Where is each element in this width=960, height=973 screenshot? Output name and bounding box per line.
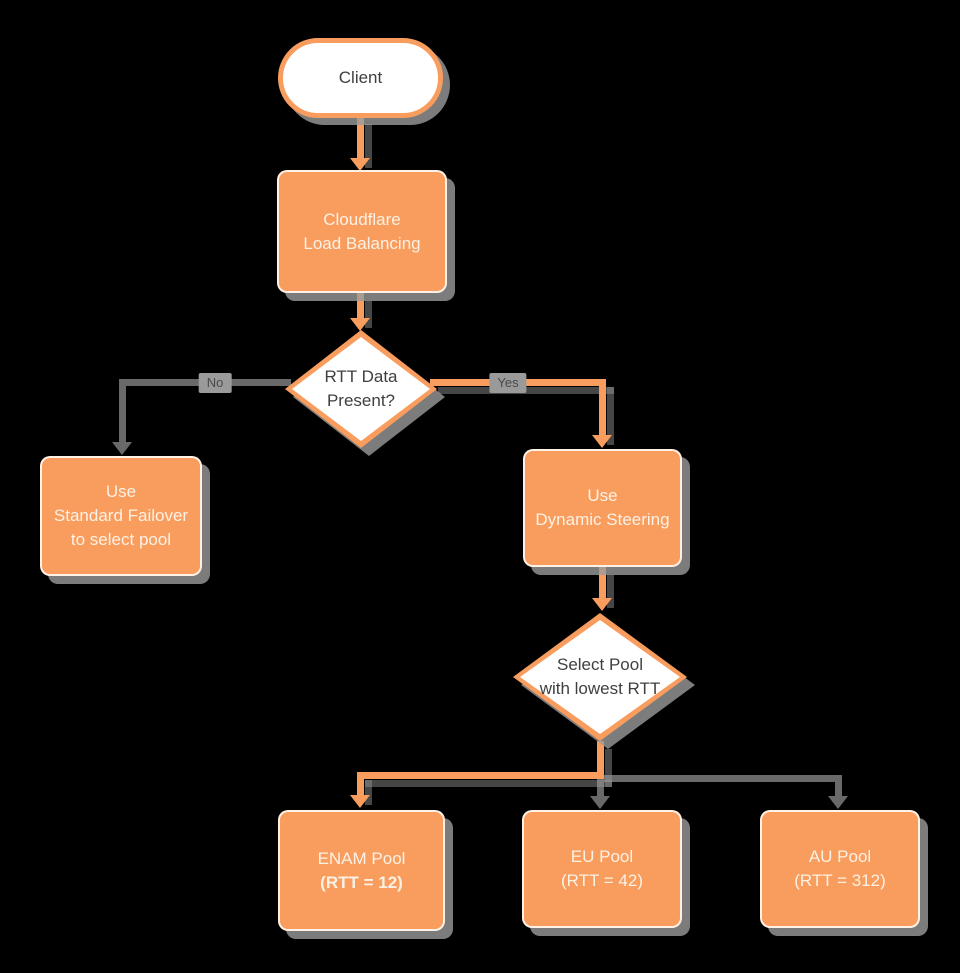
arrowhead-into-rtt-decision: [350, 318, 370, 331]
label-line: Dynamic Steering: [535, 510, 670, 529]
label-line: (RTT = 312): [794, 871, 886, 890]
connector-yes-vertical: [599, 379, 606, 437]
arrowhead-into-lb: [350, 158, 370, 171]
label-line: Present?: [326, 391, 396, 410]
node-au-pool-label: AU Pool (RTT = 312): [794, 845, 886, 893]
edge-label-yes: Yes: [489, 373, 527, 393]
connector-no-vertical: [119, 379, 126, 444]
connector-lb-to-rtt-decision: [357, 293, 364, 320]
decision-rtt-data-present: RTT Data Present?: [285, 330, 445, 456]
node-client: Client: [278, 38, 443, 118]
arrowhead-into-pool-decision: [592, 598, 612, 611]
connector-to-au-vertical: [835, 775, 842, 798]
label-line: to select pool: [70, 530, 172, 549]
connector-client-to-lb: [357, 116, 364, 160]
node-dynamic-steering-label: Use Dynamic Steering: [535, 484, 669, 532]
arrowhead-into-enam-pool: [350, 795, 370, 808]
label-line-rtt: (RTT = 12): [320, 872, 403, 892]
decision-rtt-label: RTT Data Present?: [285, 330, 437, 448]
node-standard-failover: Use Standard Failover to select pool: [40, 456, 202, 576]
label-line: ENAM Pool: [317, 848, 406, 868]
connector-to-eu-vertical: [597, 775, 604, 798]
label-line: Use: [587, 486, 618, 505]
connector-pool-decision-down: [597, 741, 604, 779]
label-line: AU Pool: [808, 847, 872, 866]
node-dynamic-steering: Use Dynamic Steering: [523, 449, 682, 567]
label-line: RTT Data: [324, 367, 398, 386]
node-au-pool: AU Pool (RTT = 312): [760, 810, 920, 928]
node-enam-pool-label: ENAM Pool (RTT = 12): [318, 847, 406, 895]
node-load-balancer-label: Cloudflare Load Balancing: [303, 208, 420, 256]
connector-to-enam-vertical: [357, 772, 364, 797]
connector-branch-orange-horizontal: [357, 772, 604, 779]
edge-label-no: No: [198, 373, 232, 393]
node-enam-pool: ENAM Pool (RTT = 12): [278, 810, 445, 931]
label-line: Use: [105, 482, 137, 501]
arrowhead-into-eu-pool: [590, 796, 610, 809]
connector-ds-to-pool-decision: [599, 567, 606, 600]
label-line: Select Pool: [556, 655, 643, 674]
label-line: (RTT = 42): [560, 871, 644, 890]
decision-select-pool-label: Select Pool with lowest RTT: [513, 613, 687, 741]
node-eu-pool-label: EU Pool (RTT = 42): [561, 845, 643, 893]
label-line: with lowest RTT: [539, 679, 661, 698]
arrowhead-into-au-pool: [828, 796, 848, 809]
node-eu-pool: EU Pool (RTT = 42): [522, 810, 682, 928]
label-line: Standard Failover: [53, 506, 189, 525]
decision-select-pool: Select Pool with lowest RTT: [513, 613, 695, 749]
arrowhead-into-dynamic-steering: [592, 435, 612, 448]
arrowhead-into-standard-failover: [112, 442, 132, 455]
label-line: EU Pool: [570, 847, 634, 866]
node-load-balancer: Cloudflare Load Balancing: [277, 170, 447, 293]
label-line: Cloudflare: [323, 209, 401, 229]
label-line: Load Balancing: [303, 233, 421, 253]
connector-branch-gray-horizontal: [600, 775, 842, 782]
node-standard-failover-label: Use Standard Failover to select pool: [54, 480, 188, 552]
node-client-label: Client: [338, 68, 383, 87]
